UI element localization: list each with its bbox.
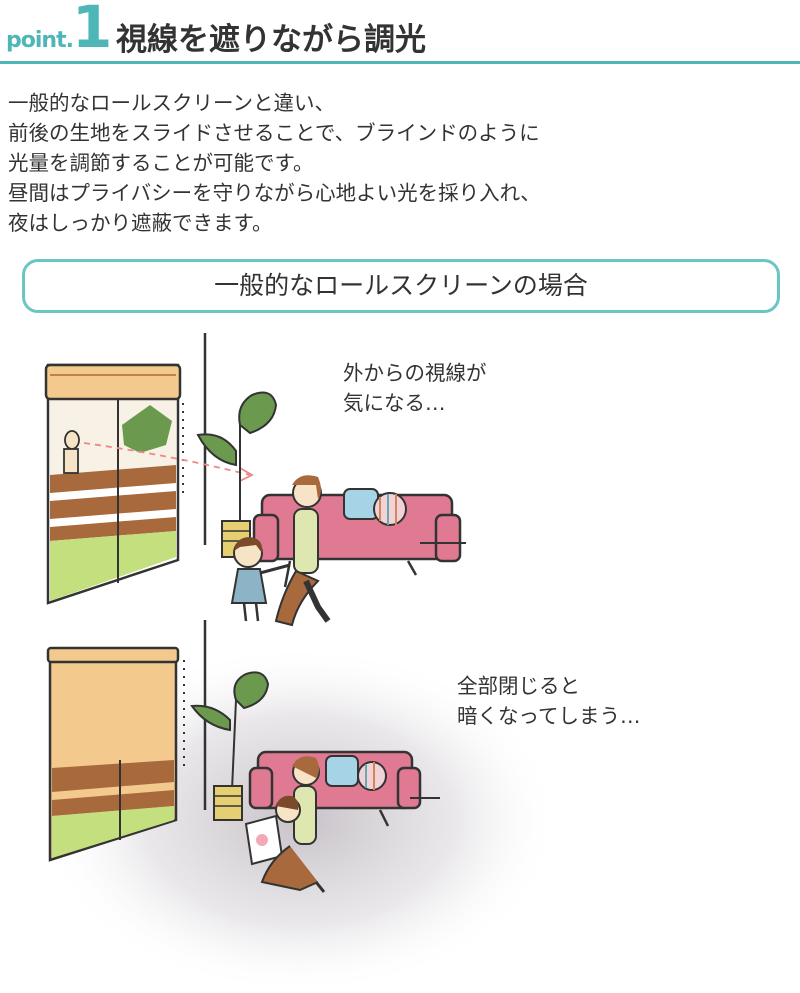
caption-line: 全部閉じると: [457, 674, 580, 698]
intro-text: 一般的なロールスクリーンと違い、 前後の生地をスライドさせることで、ブラインドの…: [8, 88, 788, 238]
caption-line: 気になる…: [343, 391, 446, 415]
sofa-illustration: [252, 488, 466, 588]
mother-figure: [274, 475, 331, 627]
caption-line: 暗くなってしまう…: [457, 704, 641, 728]
blind-roll: [44, 363, 182, 401]
header-underline: [0, 61, 800, 64]
window-illustration: [48, 648, 178, 862]
comparison-heading-box: 一般的なロールスクリーンの場合: [22, 259, 780, 313]
intro-line: 光量を調節することが可能です。: [8, 151, 314, 175]
comparison-heading: 一般的なロールスクリーンの場合: [214, 271, 588, 300]
closed-blind-caption: 全部閉じると 暗くなってしまう…: [457, 671, 640, 731]
stranger-figure: [63, 430, 80, 474]
blind-roll: [46, 646, 180, 664]
open-blind-caption: 外からの視線が 気になる…: [343, 358, 487, 418]
mother-and-child-figure: [244, 756, 326, 893]
window-illustration: [46, 363, 180, 605]
plant-illustration: [190, 671, 270, 821]
intro-line: 一般的なロールスクリーンと違い、: [8, 91, 335, 115]
intro-line: 夜はしっかり遮蔽できます。: [8, 211, 273, 235]
point-label: point.: [6, 28, 74, 53]
illustration-open-blind: [44, 333, 466, 627]
illustration-closed-blind: [40, 620, 560, 993]
point-number: 1: [72, 0, 113, 61]
page-title: 視線を遮りながら調光: [116, 22, 426, 58]
intro-line: 昼間はプライバシーを守りながら心地よい光を採り入れ、: [8, 181, 541, 205]
child-figure: [230, 537, 291, 622]
plant-illustration: [196, 391, 278, 558]
section-header: point. 1 視線を遮りながら調光: [0, 0, 800, 64]
caption-line: 外からの視線が: [343, 361, 487, 385]
intro-line: 前後の生地をスライドさせることで、ブラインドのように: [8, 121, 540, 145]
